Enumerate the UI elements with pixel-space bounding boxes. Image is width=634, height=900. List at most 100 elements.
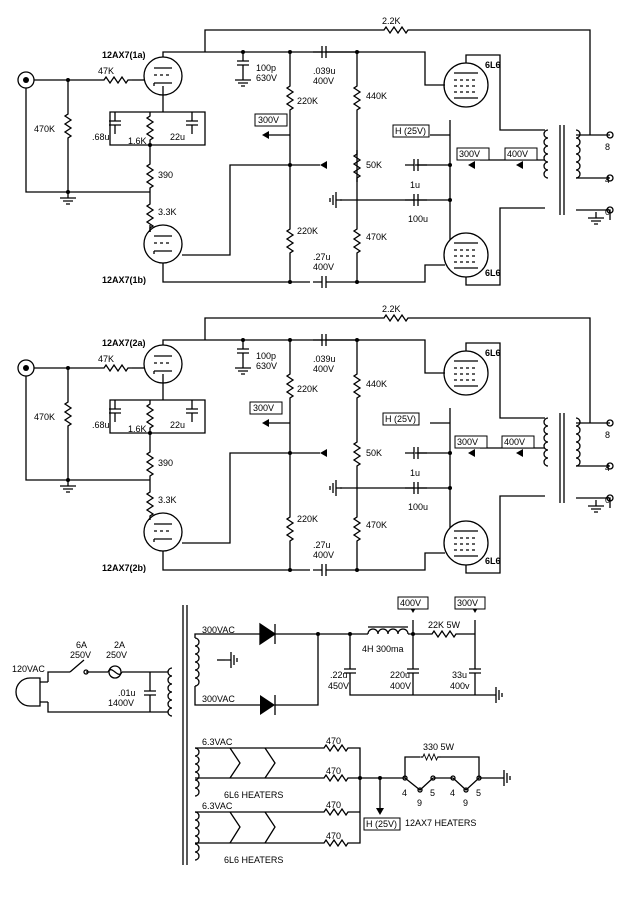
amp1-tap-0: 0 [605, 207, 610, 217]
amp1-plate-resistor-bottom-label: 220K [297, 226, 318, 236]
fuse2-voltage: 250V [106, 650, 127, 660]
amp1-tail-resistor-2-label: 3.3K [158, 207, 177, 217]
amp1-cathode-resistor-label: 1.6K [128, 136, 147, 146]
amp1-bplus-tag: 300V [258, 115, 279, 125]
filter-cap1-voltage: 450V [328, 681, 349, 691]
amp2-coupling-cap2-label: .27u [313, 540, 331, 550]
power-tube-icon [443, 350, 489, 396]
amp1-tail-resistor-1-label: 390 [158, 170, 173, 180]
mains-cap-voltage: 1400V [108, 698, 134, 708]
amp2-plate-resistor-bottom-label: 220K [297, 514, 318, 524]
amp2-tail-resistor-2-label: 3.3K [158, 495, 177, 505]
amp1-coupling-cap-label: .039u [313, 66, 336, 76]
heater-winding1-label: 6.3VAC [202, 737, 233, 747]
amp2-1u-cap-label: 1u [410, 468, 420, 478]
amp1-tap-4: 4 [605, 175, 610, 185]
mains-cap-label: .01u [118, 688, 136, 698]
heater-pin: 4 [402, 788, 407, 798]
heater-group2-label: 6L6 HEATERS [224, 855, 283, 865]
amp2-plate-supply-tag: 400V [504, 437, 525, 447]
power-tube-icon [443, 232, 489, 278]
amp1-440k-label: 440K [366, 91, 387, 101]
output-transformer-icon [543, 417, 549, 467]
amp2-section: 12AX7(2a) 12AX7(2b) 2.2K 47K 470K 100p 6… [17, 304, 614, 577]
heater-resistor4-label: 470 [326, 831, 341, 841]
mains-plug-icon [15, 677, 41, 707]
amp2-pot-label: 50K [366, 448, 382, 458]
psu-400v-tag: 400V [400, 598, 421, 608]
amp1-plate-cap-label: 100p [256, 63, 276, 73]
amp1-power-tube-bottom-label: 6L6 [485, 268, 501, 278]
heater-bias-resistor-label: 330 5W [423, 742, 455, 752]
amp2-screen-tag: 300V [457, 437, 478, 447]
heater-pin: 4 [450, 788, 455, 798]
amp1-input-resistor-label: 470K [34, 124, 55, 134]
amp1-grid-resistor-label: 47K [98, 66, 114, 76]
amp1-pot-label: 50K [366, 160, 382, 170]
heater-winding2-label: 6.3VAC [202, 801, 233, 811]
output-transformer-icon [543, 129, 549, 179]
power-transformer-icon [182, 605, 188, 865]
dropping-resistor-label: 22K 5W [428, 620, 461, 630]
amp1-cathode-bypass-label: 22u [170, 132, 185, 142]
heater-resistor2-label: 470 [326, 766, 341, 776]
amp1-screen-tag: 300V [459, 149, 480, 159]
power-tube-icon [443, 62, 489, 108]
fuse-icon [100, 669, 150, 675]
amp1-plate-cap-voltage: 630V [256, 73, 277, 83]
amp1-coupling-cap2-voltage: 400V [313, 262, 334, 272]
amp2-tube-bottom-label: 12AX7(2b) [102, 563, 146, 573]
choke-label: 4H 300ma [362, 644, 404, 654]
filter-cap3-label: 33u [452, 670, 467, 680]
choke-icon [367, 628, 428, 635]
heater-pin: 5 [430, 788, 435, 798]
power-supply-section: 120VAC 6A 250V 2A 250V .01u 1400V 300VAC… [12, 596, 511, 865]
amp2-power-tube-top-label: 6L6 [485, 348, 501, 358]
amp1-section: 12AX7(1a) 12AX7(1b) 2.2K 47K 470K 100p 6… [17, 16, 614, 289]
amp1-plate-supply-tag: 400V [507, 149, 528, 159]
filter-cap1-label: .22u [330, 670, 348, 680]
amp1-feedback-resistor-label: 2.2K [382, 16, 401, 26]
amp1-power-tube-top-label: 6L6 [485, 60, 501, 70]
heater-bias-tag: H (25V) [366, 819, 397, 829]
amp2-input-resistor-label: 470K [34, 412, 55, 422]
amp1-tap-8: 8 [605, 142, 610, 152]
fuse2-label: 2A [114, 640, 125, 650]
amp1-tube-bottom-label: 12AX7(1b) [102, 275, 146, 285]
amp1-coupling-cap-voltage: 400V [313, 76, 334, 86]
amp2-tap-0: 0 [605, 495, 610, 505]
amp1-470k-label: 470K [366, 232, 387, 242]
heater-resistor1-label: 470 [326, 736, 341, 746]
heater-pin: 9 [417, 798, 422, 808]
amp2-bias-tag: H (25V) [385, 414, 416, 424]
amp2-440k-label: 440K [366, 379, 387, 389]
amp2-100u-cap-label: 100u [408, 502, 428, 512]
amp2-plate-cap-label: 100p [256, 351, 276, 361]
fuse1-label: 6A [76, 640, 87, 650]
amp1-1u-cap-label: 1u [410, 180, 420, 190]
amp2-coupling-cap-label: .039u [313, 354, 336, 364]
heater-pin: 9 [463, 798, 468, 808]
amp1-plate-resistor-top-label: 220K [297, 96, 318, 106]
amp2-470k-label: 470K [366, 520, 387, 530]
amp1-tube-top-label: 12AX7(1a) [102, 50, 146, 60]
power-tube-icon [443, 520, 489, 566]
amp2-coupling-cap2-voltage: 400V [313, 550, 334, 560]
amp2-tube-top-label: 12AX7(2a) [102, 338, 146, 348]
filter-cap2-voltage: 400V [390, 681, 411, 691]
filter-cap3-voltage: 400v [450, 681, 470, 691]
filter-cap2-label: 220u [390, 670, 410, 680]
preamp-heaters-label: 12AX7 HEATERS [405, 818, 476, 828]
amp2-grid-resistor-label: 47K [98, 354, 114, 364]
amp1-cathode-cap-label: .68u [92, 132, 110, 142]
amp1-bias-tag: H (25V) [395, 126, 426, 136]
amp2-feedback-resistor-label: 2.2K [382, 304, 401, 314]
heater-group1-label: 6L6 HEATERS [224, 790, 283, 800]
amp2-coupling-cap-voltage: 400V [313, 364, 334, 374]
heater-pin: 5 [476, 788, 481, 798]
amp1-coupling-cap2-label: .27u [313, 252, 331, 262]
amp2-tail-resistor-1-label: 390 [158, 458, 173, 468]
amp2-cathode-bypass-label: 22u [170, 420, 185, 430]
amp2-plate-cap-voltage: 630V [256, 361, 277, 371]
